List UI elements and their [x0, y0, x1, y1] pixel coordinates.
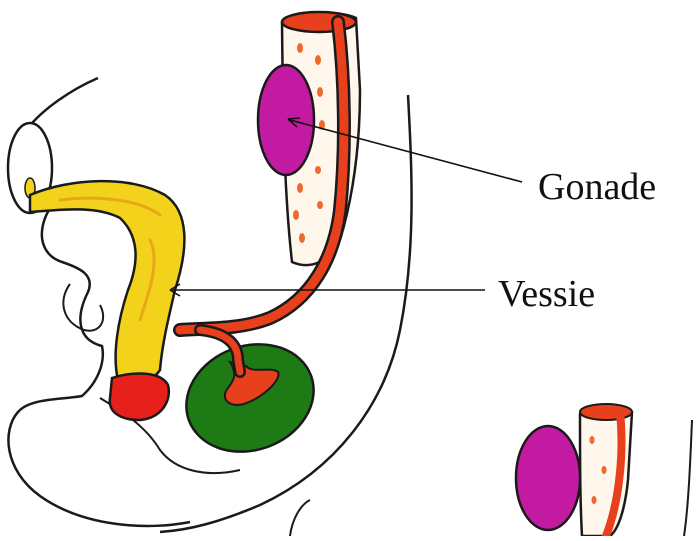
second-wall: [684, 420, 692, 536]
lower-curve: [290, 500, 310, 536]
body-outline: [28, 78, 98, 128]
urogenital-sinus-tip: [110, 374, 169, 420]
bladder-vessie: [30, 181, 184, 383]
vessie-label: Vessie: [498, 275, 595, 313]
second-gonad: [516, 426, 580, 530]
gonad: [258, 65, 314, 175]
gonade-label: Gonade: [538, 168, 656, 206]
